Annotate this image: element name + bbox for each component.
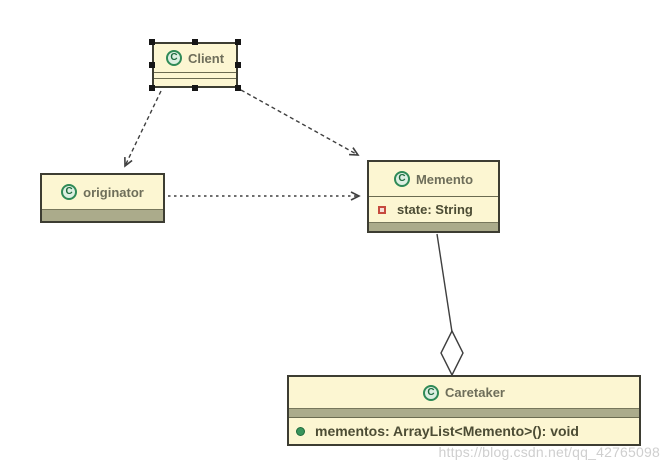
attribute-state: state: String (397, 202, 473, 217)
selection-handle-n[interactable] (192, 39, 198, 45)
empty-attributes-compartment (154, 72, 236, 78)
selection-handle-se[interactable] (235, 85, 241, 91)
class-name-caretaker: Caretaker (445, 385, 505, 400)
selection-handle-w[interactable] (149, 62, 155, 68)
empty-attributes-compartment (289, 408, 639, 417)
selection-handle-sw[interactable] (149, 85, 155, 91)
selection-handle-nw[interactable] (149, 39, 155, 45)
empty-methods-compartment (369, 222, 498, 231)
private-attribute-icon (378, 205, 386, 214)
class-name-client: Client (187, 50, 225, 66)
class-box-memento[interactable]: C Memento state: String (367, 160, 500, 233)
class-icon: C (61, 184, 78, 200)
selection-handle-e[interactable] (235, 62, 241, 68)
class-box-caretaker[interactable]: C Caretaker mementos: ArrayList<Memento>… (287, 375, 641, 446)
empty-methods-compartment (154, 78, 236, 86)
class-box-originator[interactable]: C originator (40, 173, 165, 223)
method-mementos: mementos: ArrayList<Memento>(): void (315, 423, 579, 439)
empty-compartments (42, 209, 163, 221)
class-icon: C (165, 50, 182, 66)
selection-handle-s[interactable] (192, 85, 198, 91)
public-method-icon (296, 426, 305, 436)
dependency-client-memento[interactable] (240, 89, 360, 156)
class-name-originator: originator (83, 184, 144, 200)
aggregation-diamond[interactable] (440, 329, 464, 377)
aggregation-memento-caretaker-line[interactable] (436, 233, 453, 333)
class-name-memento: Memento (415, 171, 474, 187)
dependency-client-originator[interactable] (124, 90, 162, 168)
selection-handle-ne[interactable] (235, 39, 241, 45)
watermark: https://blog.csdn.net/qq_42765098 (438, 444, 660, 460)
class-icon: C (393, 171, 410, 187)
class-icon: C (423, 384, 439, 401)
class-box-client[interactable]: C Client (149, 39, 241, 91)
